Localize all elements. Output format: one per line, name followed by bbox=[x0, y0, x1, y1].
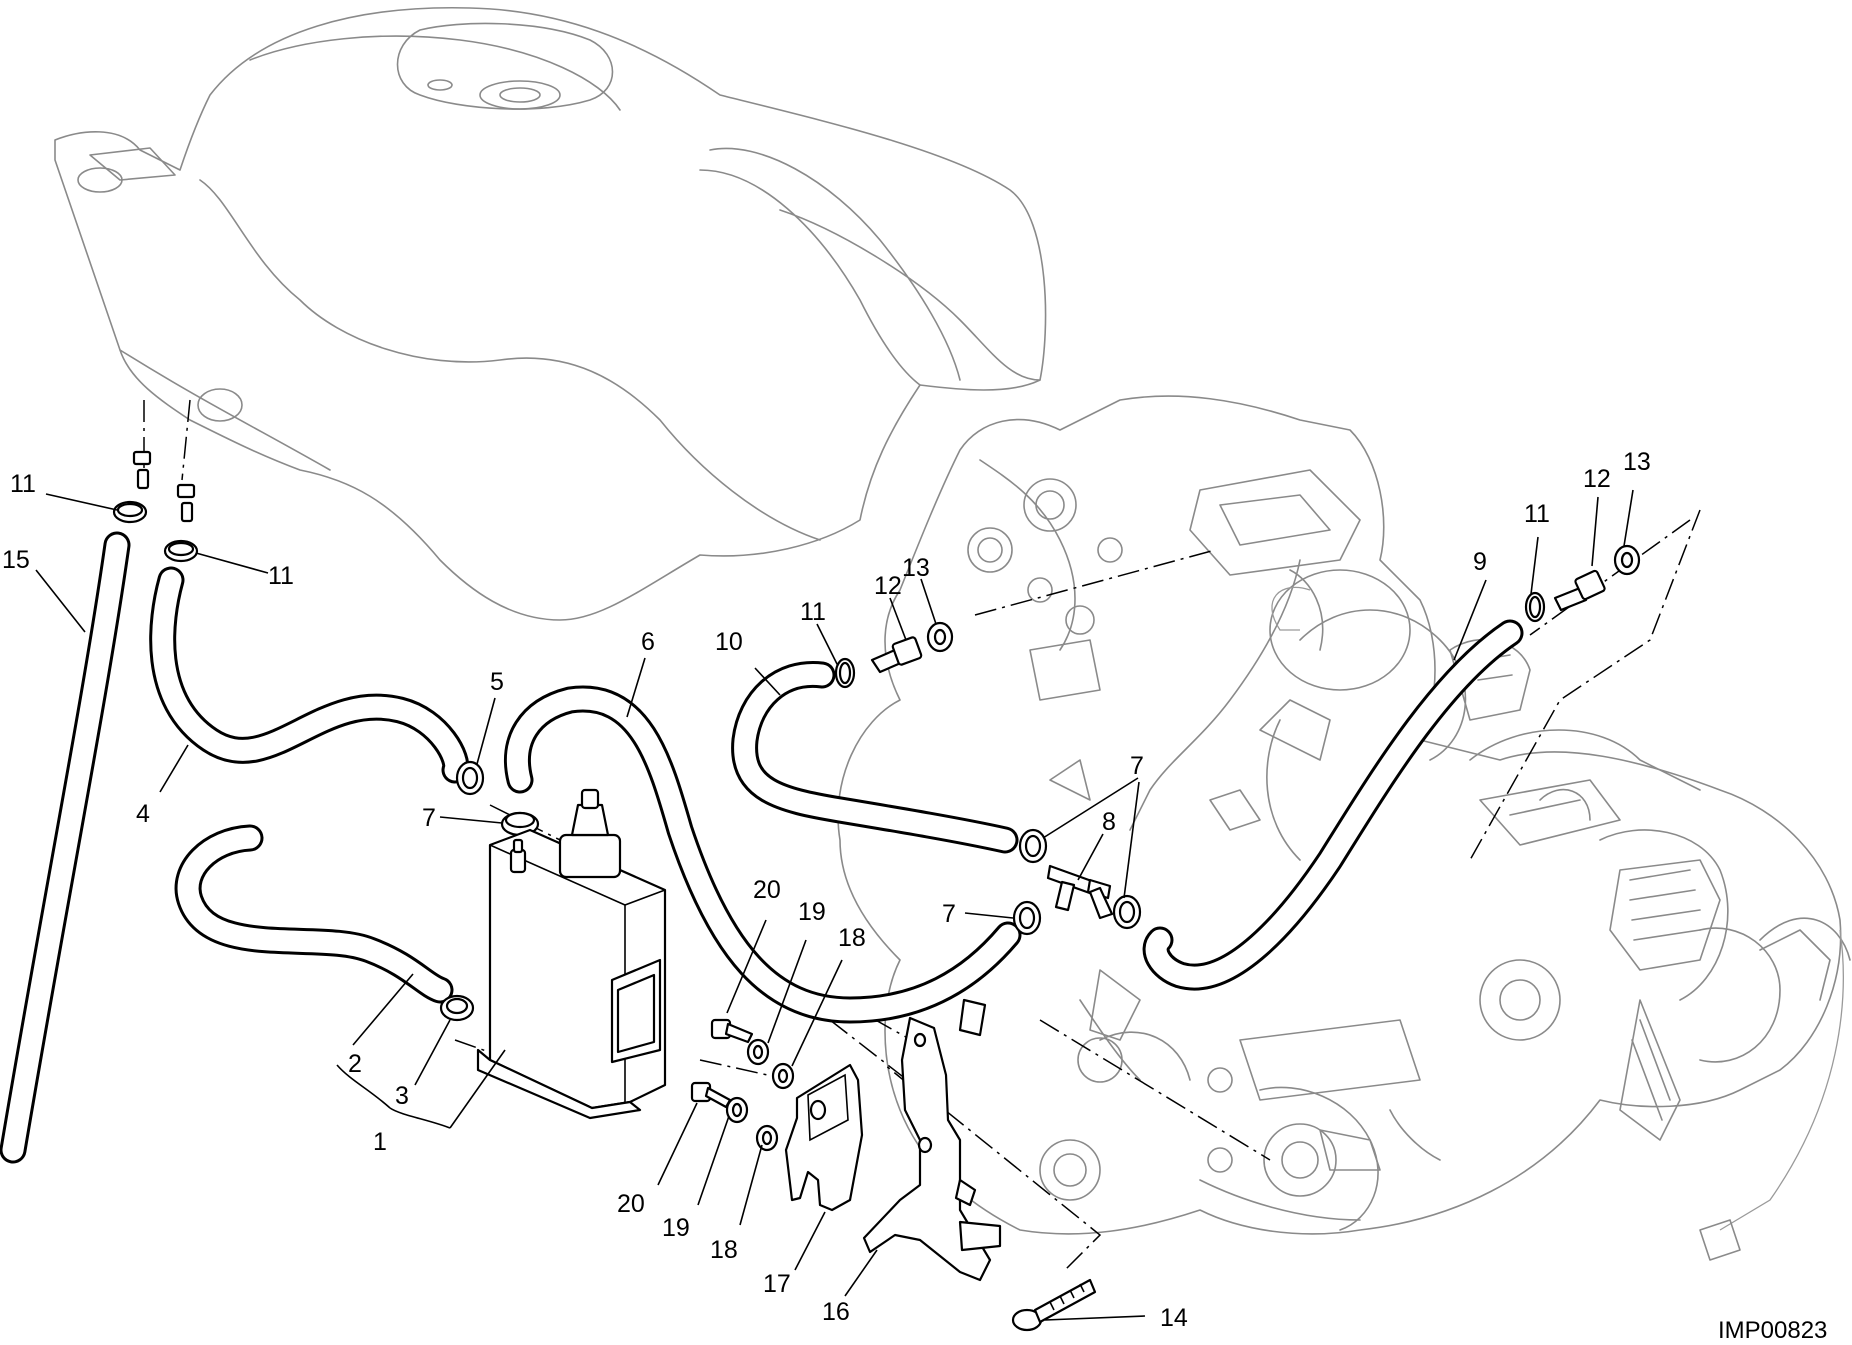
callout-2: 2 bbox=[348, 1050, 362, 1078]
t-fitting-8 bbox=[1046, 864, 1114, 920]
callout-11: 11 bbox=[1524, 500, 1550, 528]
washer-13-center bbox=[926, 621, 954, 653]
hose-6 bbox=[503, 685, 1022, 1024]
callout-10: 10 bbox=[715, 628, 743, 656]
clamp-3 bbox=[439, 994, 475, 1022]
callout-19: 19 bbox=[798, 898, 826, 926]
callout-13: 13 bbox=[902, 554, 930, 582]
clamp-5 bbox=[455, 760, 485, 796]
fuel-tank-outline bbox=[54, 6, 1047, 621]
evap-canister-1 bbox=[476, 788, 667, 1120]
callout-1: 1 bbox=[373, 1128, 387, 1156]
clamp-11-mid bbox=[163, 539, 199, 563]
spacer-18-upper bbox=[771, 1062, 795, 1090]
assembly-center-lines bbox=[143, 399, 1701, 1271]
bolt-20-lower bbox=[690, 1081, 732, 1109]
callout-5: 5 bbox=[490, 668, 504, 696]
hose-15 bbox=[0, 531, 131, 1164]
bracket-16 bbox=[862, 998, 1002, 1282]
leader-lines bbox=[35, 489, 1634, 1321]
bolt-20-upper bbox=[710, 1018, 754, 1044]
hose-2 bbox=[174, 824, 454, 1004]
tank-fittings bbox=[132, 450, 196, 523]
callout-9: 9 bbox=[1473, 548, 1487, 576]
callout-3: 3 bbox=[395, 1082, 409, 1110]
callout-7: 7 bbox=[422, 804, 436, 832]
hose-4 bbox=[149, 566, 470, 784]
clamp-11-center bbox=[834, 657, 856, 689]
callout-labels: 11 11 15 4 5 6 10 11 12 13 7 7 8 7 9 11 … bbox=[2, 448, 1827, 1344]
drawing-code: IMP00823 bbox=[1718, 1317, 1827, 1344]
callout-13: 13 bbox=[1623, 448, 1651, 476]
clamp-7-right bbox=[1112, 894, 1142, 930]
grommet-19-lower bbox=[725, 1096, 749, 1124]
clamp-7-upper bbox=[1018, 828, 1048, 864]
callout-20: 20 bbox=[617, 1190, 645, 1218]
callout-8: 8 bbox=[1102, 808, 1116, 836]
bracket-17 bbox=[784, 1063, 864, 1212]
callout-11: 11 bbox=[800, 598, 826, 626]
callout-7: 7 bbox=[1130, 752, 1144, 780]
clamp-7-lower bbox=[1012, 900, 1042, 936]
callout-18: 18 bbox=[838, 924, 866, 952]
callout-15: 15 bbox=[2, 546, 30, 574]
washer-13-right bbox=[1613, 544, 1641, 576]
clamp-11-left bbox=[112, 500, 148, 524]
callout-18: 18 bbox=[710, 1236, 738, 1264]
callout-12: 12 bbox=[1583, 465, 1611, 493]
engine-block-outline bbox=[837, 395, 1851, 1261]
callout-17: 17 bbox=[763, 1270, 791, 1298]
callout-11: 11 bbox=[268, 562, 294, 590]
callout-19: 19 bbox=[662, 1214, 690, 1242]
screw-14 bbox=[1011, 1278, 1097, 1332]
callout-7: 7 bbox=[942, 900, 956, 928]
clamp-11-right bbox=[1524, 591, 1546, 623]
callout-20: 20 bbox=[753, 876, 781, 904]
callout-14: 14 bbox=[1160, 1304, 1188, 1332]
hose-10 bbox=[731, 660, 1019, 854]
grommet-19-upper bbox=[746, 1038, 770, 1066]
callout-11: 11 bbox=[10, 470, 36, 498]
hose-9 bbox=[1142, 619, 1524, 991]
spacer-18-lower bbox=[755, 1124, 779, 1152]
callout-12: 12 bbox=[874, 572, 902, 600]
callout-16: 16 bbox=[822, 1298, 850, 1326]
fitting-12-center bbox=[870, 636, 923, 674]
callout-4: 4 bbox=[136, 800, 150, 828]
callout-6: 6 bbox=[641, 628, 655, 656]
fitting-12-right bbox=[1553, 569, 1606, 612]
